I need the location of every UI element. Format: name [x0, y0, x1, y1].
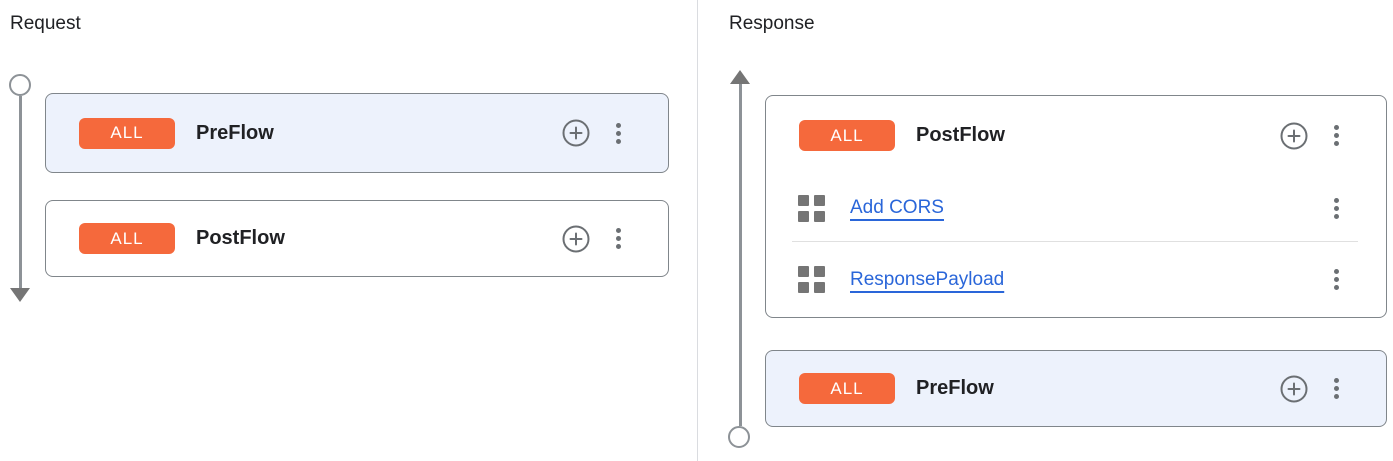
- flow-actions: [562, 119, 622, 147]
- timeline-line: [19, 96, 22, 288]
- add-policy-button[interactable]: [562, 119, 590, 147]
- condition-badge: ALL: [799, 373, 895, 404]
- add-policy-button[interactable]: [1280, 375, 1308, 403]
- kebab-menu-icon: [615, 122, 621, 128]
- kebab-menu-icon: [1333, 125, 1339, 131]
- more-options-button[interactable]: [1332, 125, 1340, 147]
- more-options-button[interactable]: [1332, 378, 1340, 399]
- plus-circle-icon: [1280, 122, 1308, 150]
- flow-row: ALL PreFlow: [46, 94, 668, 172]
- policy-grid-icon: [798, 266, 825, 294]
- timeline-start-circle-icon: [9, 74, 31, 96]
- policy-row-divider: [792, 241, 1358, 243]
- more-options-button[interactable]: [1332, 197, 1340, 219]
- flow-name: PostFlow: [196, 227, 285, 249]
- condition-badge: ALL: [79, 223, 175, 254]
- flow-actions: [1280, 375, 1340, 403]
- policy-link-add-cors[interactable]: Add CORS: [850, 197, 944, 219]
- flow-row: ALL PostFlow: [46, 201, 668, 276]
- flow-name: PreFlow: [196, 121, 274, 144]
- kebab-menu-icon: [1333, 269, 1339, 275]
- more-options-button[interactable]: [614, 122, 622, 144]
- panel-title-response: Response: [729, 13, 815, 34]
- timeline-line: [739, 84, 742, 426]
- plus-circle-icon: [562, 119, 590, 147]
- flow-actions: [1280, 122, 1340, 150]
- flow-actions: [562, 225, 622, 253]
- policy-row-add-cors: Add CORS: [766, 176, 1386, 242]
- kebab-menu-icon: [1333, 378, 1339, 383]
- plus-circle-icon: [1280, 375, 1308, 402]
- add-policy-button[interactable]: [1280, 122, 1308, 150]
- add-policy-button[interactable]: [562, 225, 590, 253]
- policy-link-responsepayload[interactable]: ResponsePayload: [850, 268, 1005, 290]
- condition-badge: ALL: [799, 120, 895, 152]
- kebab-menu-icon: [1333, 197, 1339, 203]
- flow-name: PostFlow: [916, 124, 1005, 147]
- policy-actions: [1332, 269, 1340, 291]
- more-options-button[interactable]: [614, 228, 622, 249]
- timeline-end-circle-icon: [728, 426, 750, 448]
- flow-row: ALL PostFlow: [766, 96, 1386, 176]
- flow-card-response-postflow[interactable]: ALL PostFlow Add CORS: [765, 95, 1387, 318]
- flow-card-response-preflow[interactable]: ALL PreFlow: [765, 350, 1387, 427]
- flow-card-request-postflow[interactable]: ALL PostFlow: [45, 200, 669, 277]
- panel-divider: [697, 0, 698, 461]
- condition-badge: ALL: [79, 117, 175, 149]
- timeline-arrow-up-icon: [730, 70, 750, 84]
- kebab-menu-icon: [615, 228, 621, 233]
- policy-actions: [1332, 197, 1340, 219]
- flow-name: PreFlow: [916, 377, 994, 399]
- policy-grid-icon: [798, 194, 825, 222]
- plus-circle-icon: [562, 225, 590, 252]
- policy-row-responsepayload: ResponsePayload: [766, 242, 1386, 317]
- flow-card-request-preflow[interactable]: ALL PreFlow: [45, 93, 669, 173]
- more-options-button[interactable]: [1332, 269, 1340, 291]
- panel-title-request: Request: [10, 13, 81, 34]
- timeline-arrow-down-icon: [10, 288, 30, 302]
- flow-row: ALL PreFlow: [766, 351, 1386, 426]
